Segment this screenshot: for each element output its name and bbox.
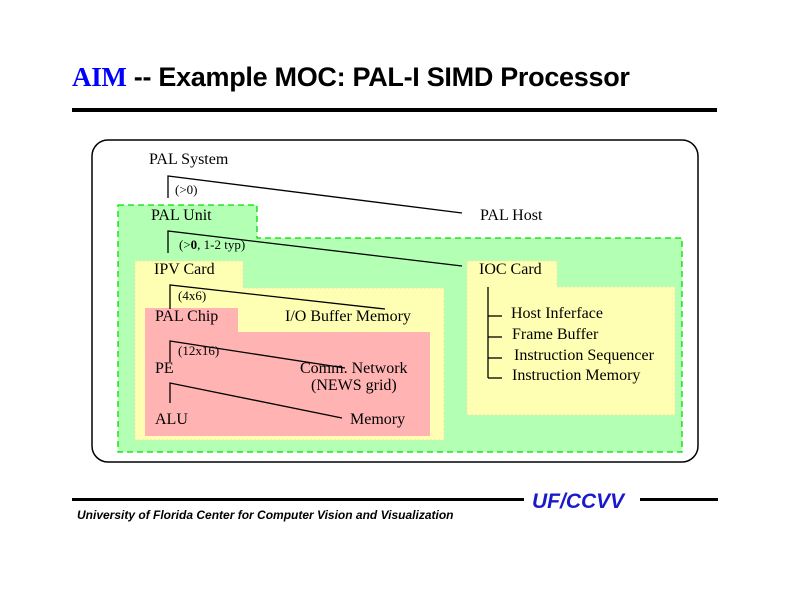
connector-chip: [169, 340, 346, 369]
node-pe: PE: [155, 360, 174, 377]
node-io-buffer-memory: I/O Buffer Memory: [285, 308, 411, 325]
title-brand: AIM: [72, 62, 127, 92]
footer-institution: University of Florida Center for Compute…: [77, 508, 454, 522]
multiplicity-unit-card: (>0, 1-2 typ): [179, 237, 245, 253]
ioc-component: Frame Buffer: [512, 326, 599, 343]
node-pal-chip: PAL Chip: [155, 308, 219, 325]
ioc-card-region: [466, 260, 676, 416]
node-alu: ALU: [155, 411, 188, 428]
node-memory: Memory: [350, 411, 406, 428]
node-pal-system: PAL System: [149, 151, 229, 168]
connector-unit: [167, 230, 463, 267]
ioc-component: Host Inferface: [511, 305, 603, 322]
footer-rule-right: [640, 498, 718, 501]
multiplicity-unit-card-suffix: , 1-2 typ): [197, 237, 246, 252]
ioc-component: Instruction Sequencer: [514, 347, 654, 364]
node-pal-host: PAL Host: [480, 207, 543, 224]
footer-rule-left: [72, 498, 524, 501]
node-ioc-card: IOC Card: [479, 261, 542, 278]
connector-pe: [169, 382, 343, 419]
footer-brand: UF/CCVV: [532, 490, 625, 513]
node-comm-network-sub: (NEWS grid): [311, 377, 397, 394]
node-pal-unit: PAL Unit: [151, 207, 212, 224]
pal-chip-region: [145, 308, 430, 436]
multiplicity-card-chip: (4x6): [178, 288, 207, 303]
node-ipv-card: IPV Card: [154, 261, 215, 278]
multiplicity-system-unit: (>0): [175, 182, 198, 197]
title-rule: [72, 108, 717, 112]
title-text: -- Example MOC: PAL-I SIMD Processor: [126, 62, 630, 92]
slide-title: AIM -- Example MOC: PAL-I SIMD Processor: [72, 62, 630, 93]
connector-system: [167, 175, 463, 214]
node-comm-network: Comm. Network: [300, 360, 408, 377]
multiplicity-chip-pe: (12x16): [178, 343, 220, 358]
connectors: [167, 175, 502, 419]
connector-ipv: [169, 284, 386, 310]
multiplicity-unit-card-bold: 0: [190, 237, 198, 252]
multiplicity-unit-card-prefix: (>: [179, 237, 191, 252]
ioc-component: Instruction Memory: [512, 367, 641, 384]
